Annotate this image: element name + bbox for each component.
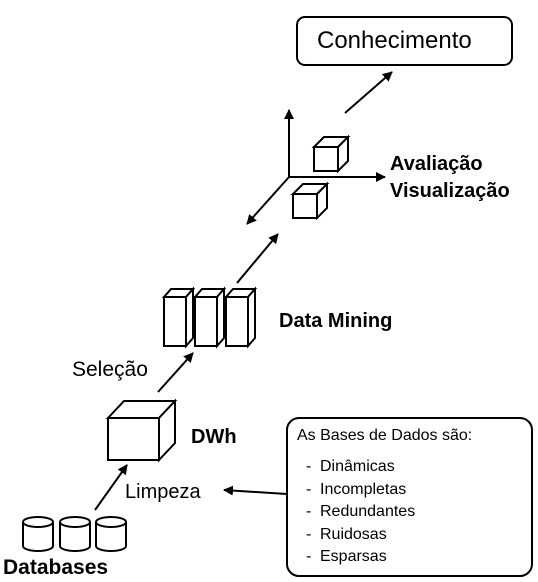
data-mining-bar-1 — [161, 286, 196, 349]
evaluation-cube-bottom — [290, 181, 330, 221]
evaluation-cube-top — [311, 134, 351, 174]
info-box — [286, 417, 533, 577]
database-cylinder-3 — [95, 516, 127, 552]
arrow-to-dwh — [94, 464, 128, 511]
axis-diagonal-arrow — [246, 176, 290, 225]
limpeza-label: Limpeza — [125, 481, 201, 503]
list-item: -Ruidosas — [306, 525, 387, 543]
list-item: -Dinâmicas — [306, 458, 395, 475]
arrow-to-evaluation — [236, 233, 279, 284]
arrow-to-data-mining — [157, 352, 194, 393]
visualizacao-label: Visualização — [390, 180, 510, 202]
dwh-cube — [105, 398, 178, 463]
conhecimento-label: Conhecimento — [317, 27, 472, 54]
database-cylinder-1 — [22, 516, 54, 552]
list-item: -Esparsas — [306, 548, 387, 566]
avaliacao-label: Avaliação — [390, 153, 483, 175]
arrow-from-info-box — [223, 485, 288, 496]
conhecimento-box — [296, 16, 513, 66]
data-mining-bar-2 — [192, 286, 227, 349]
list-item: -Incompletas — [306, 480, 407, 498]
arrow-to-conhecimento — [344, 71, 393, 114]
info-box-list: -Dinâmicas -Incompletas -Redundantes -Ru… — [306, 456, 415, 569]
list-item: -Redundantes — [306, 503, 416, 521]
database-cylinder-2 — [59, 516, 91, 552]
databases-label: Databases — [3, 556, 109, 579]
info-box-title: As Bases de Dados são: — [297, 427, 473, 444]
data-mining-bar-3 — [223, 286, 258, 349]
dwh-label: DWh — [191, 426, 237, 448]
selecao-label: Seleção — [72, 358, 148, 381]
data-mining-label: Data Mining — [279, 310, 393, 332]
